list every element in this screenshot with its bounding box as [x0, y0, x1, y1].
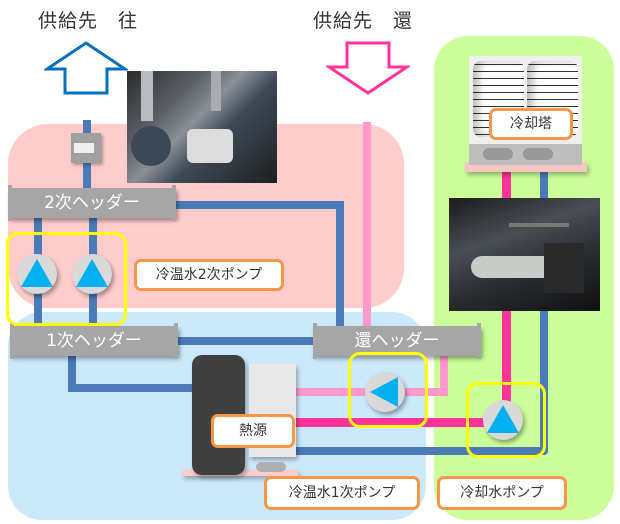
primary-drop-pipe	[68, 356, 76, 392]
secondary-pump-1[interactable]	[17, 254, 57, 294]
cooling-return-pipe-vertical	[540, 170, 548, 455]
supply-return-title: 供給先 還	[313, 10, 414, 32]
pump-up-icon	[76, 259, 108, 287]
secondary-pump-label: 冷温水2次ポンプ	[134, 259, 284, 291]
header-link-pipe	[178, 337, 318, 345]
supply-return-arrow-icon	[326, 41, 410, 95]
supply-out-title: 供給先 往	[38, 10, 139, 32]
primary-pump-label: 冷温水1次ポンプ	[264, 476, 420, 510]
cooling-tower-bottom	[469, 143, 582, 165]
secondary-pump-photo	[127, 71, 277, 183]
cooling-tower-base	[465, 162, 587, 172]
cooling-tower-label: 冷却塔	[489, 108, 573, 140]
secondary-pump-highlight	[6, 232, 127, 326]
pump-up-icon	[487, 405, 519, 433]
pump-up-icon	[21, 259, 53, 287]
supply-out-arrow-icon	[44, 41, 128, 95]
pump-left-icon	[370, 377, 398, 407]
return-header: 還ヘッダー	[313, 323, 481, 359]
heat-source-valve	[256, 462, 286, 472]
secondary-header: 2次ヘッダー	[8, 185, 176, 221]
cooling-pump-photo	[449, 198, 600, 311]
bypass-pipe-vertical	[336, 201, 344, 329]
primary-header: 1次ヘッダー	[10, 323, 178, 359]
cooling-pipe-to-heat-source	[296, 418, 502, 427]
cooling-pump-highlight	[466, 382, 546, 458]
cooling-water-pump[interactable]	[483, 400, 523, 440]
bypass-pipe-horizontal	[176, 201, 344, 209]
primary-supply-pipe	[68, 384, 194, 392]
primary-pump[interactable]	[365, 372, 405, 412]
cooling-water-pump-label: 冷却水ポンプ	[437, 476, 567, 510]
cooling-return-pipe-horizontal	[296, 447, 548, 455]
heat-source-label: 熱源	[211, 414, 295, 448]
primary-pump-highlight	[348, 352, 428, 428]
secondary-pump-2[interactable]	[72, 254, 112, 294]
return-pipe-vertical	[363, 122, 371, 330]
flow-meter-icon	[71, 133, 101, 163]
return-pipe-riser	[440, 356, 448, 396]
